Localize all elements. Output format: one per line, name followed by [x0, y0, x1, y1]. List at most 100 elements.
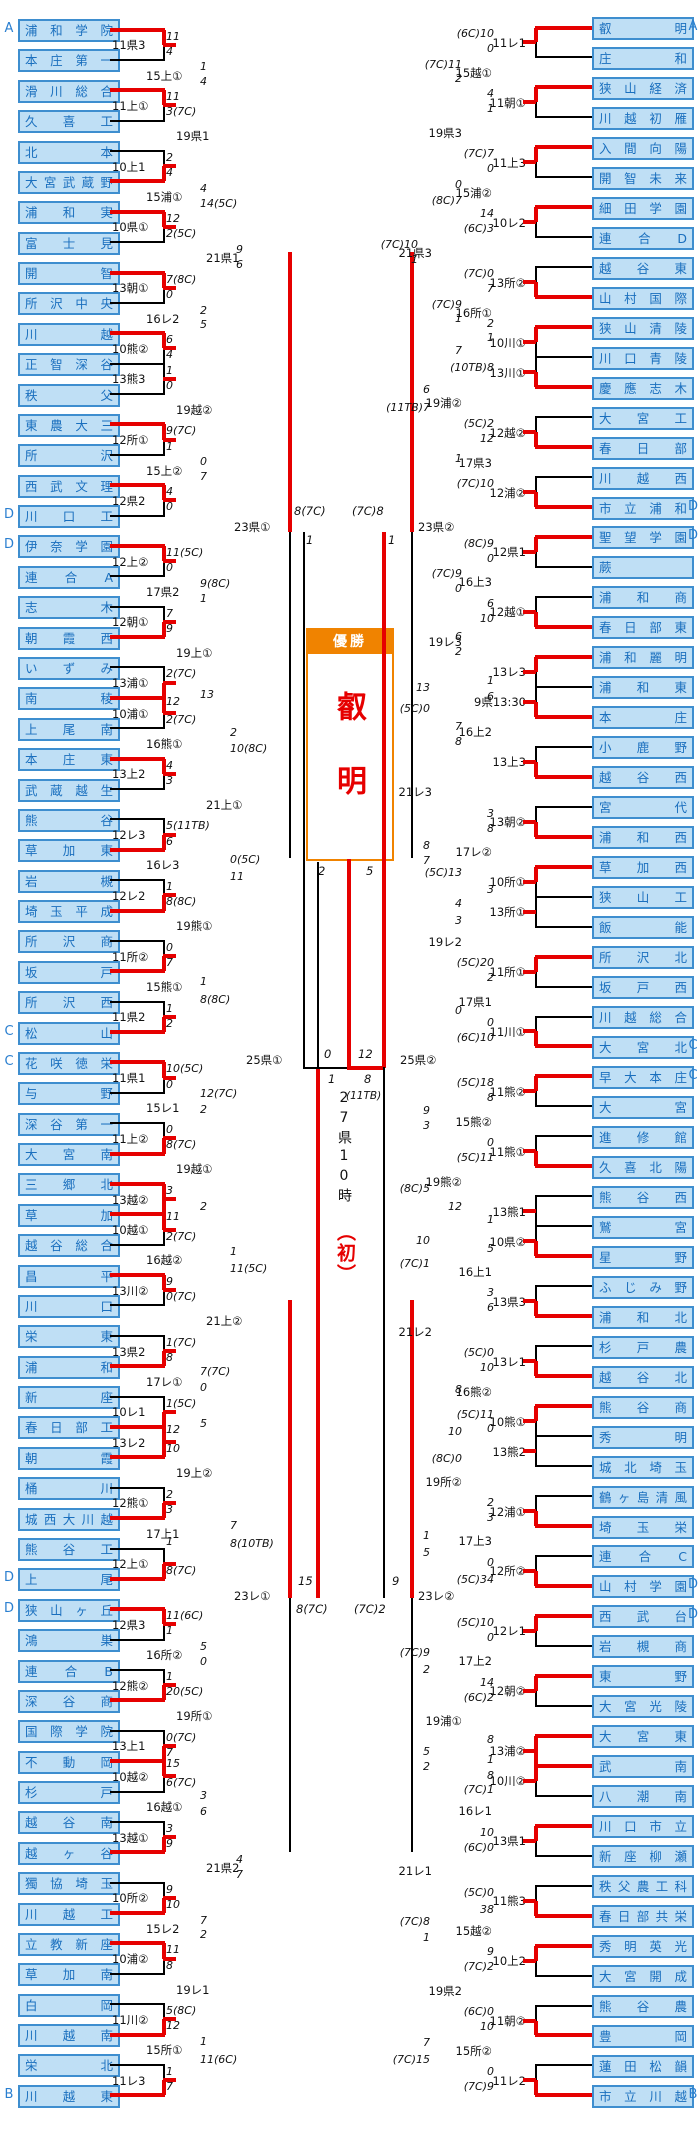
- pair-winner-line: [534, 1615, 538, 1631]
- team-box: 草加南: [18, 1963, 120, 1987]
- score-value: 3: [166, 1183, 173, 1197]
- score-value: 6: [455, 630, 462, 644]
- team-box: 越谷北: [592, 1365, 694, 1389]
- score-value: 8(7C): [166, 1138, 197, 1152]
- score-value: 1: [423, 1931, 430, 1945]
- score-value: (5C)0: [399, 702, 430, 716]
- team-box: 越ヶ谷: [18, 1841, 120, 1865]
- match-label: 19浦①: [425, 1714, 462, 1729]
- score-value: 4: [166, 348, 173, 362]
- sf-right-top-line: [382, 532, 386, 1068]
- team-box: 朝霞西: [18, 626, 120, 650]
- score-value: 14: [480, 1675, 494, 1689]
- loser-line: [535, 685, 592, 688]
- pair-winner-line: [162, 333, 166, 349]
- advance-line: [163, 954, 176, 959]
- pair-connector-line: [535, 1076, 537, 1107]
- qf-bl-bottom: 8(7C): [296, 1602, 328, 1616]
- team-box: 川口: [18, 1294, 120, 1318]
- pair-winner-line: [162, 1016, 166, 1033]
- score-value: 0: [200, 1380, 207, 1394]
- pair-winner-line: [534, 147, 538, 163]
- winner-line: [110, 969, 165, 974]
- score-value: (5C)0: [463, 1885, 494, 1899]
- score-value: 13: [200, 687, 214, 701]
- score-value: 1: [166, 1670, 173, 1684]
- qf-tr-bottom: 1: [388, 533, 396, 547]
- team-box: 所沢西: [18, 991, 120, 1015]
- match-label: 16越①: [146, 1800, 183, 1815]
- qf-tl-top: 8(7C): [294, 504, 326, 518]
- winner-line: [535, 145, 592, 150]
- pair-winner-line: [162, 1351, 166, 1367]
- score-value: 7: [166, 2080, 173, 2094]
- team-box: 熊谷西: [592, 1185, 694, 1209]
- advance-line: [163, 285, 176, 290]
- team-box: 志木: [18, 596, 120, 620]
- loser-line: [110, 939, 165, 942]
- match-label: 19熊①: [176, 919, 213, 934]
- score-value: 38: [480, 1902, 494, 1916]
- loser-line: [110, 453, 165, 456]
- score-value: 0: [166, 1077, 173, 1091]
- match-label: 15越②: [455, 1924, 492, 1939]
- match-label: 15レ2: [146, 1921, 180, 1936]
- score-value: 1: [455, 312, 462, 326]
- winner-line: [110, 483, 165, 488]
- loser-line: [110, 1881, 165, 1884]
- loser-line: [110, 1122, 165, 1125]
- team-box: 新座柳瀬: [592, 1845, 694, 1869]
- loser-line: [535, 1554, 592, 1557]
- advance-line: [163, 1075, 176, 1080]
- team-box: 埼玉栄: [592, 1515, 694, 1539]
- score-value: 11: [166, 29, 180, 43]
- match-label: 13熊3: [112, 372, 146, 387]
- team-box: 川口青陵: [592, 346, 694, 370]
- winner-line: [110, 27, 165, 32]
- advance-line: [523, 340, 536, 345]
- score-value: 10: [166, 1897, 180, 1911]
- score-value: 2: [487, 317, 494, 331]
- match-label: 17上3: [458, 1534, 492, 1549]
- winner-line: [110, 209, 165, 214]
- winner-line: [535, 25, 592, 30]
- score-value: (7C)0: [463, 267, 494, 281]
- team-box: 川越: [18, 322, 120, 346]
- pair-winner-line: [534, 327, 538, 343]
- sf-left-label: 25県①: [246, 1053, 283, 1067]
- match-label: 11県1: [112, 1071, 146, 1086]
- match-label: 15上①: [146, 68, 183, 83]
- team-box: 武南: [592, 1755, 694, 1779]
- pair-winner-line: [162, 1609, 166, 1625]
- score-value: 12: [448, 1199, 462, 1213]
- score-value: 7: [230, 1518, 237, 1532]
- pair-winner-line: [162, 1411, 166, 1427]
- score-value: 7: [236, 1868, 243, 1882]
- team-box: 秀明: [592, 1425, 694, 1449]
- score-value: (6C)2: [463, 1690, 494, 1704]
- advance-line: [163, 559, 176, 564]
- champion-note: （初）: [334, 1222, 356, 1285]
- score-value: 2: [455, 645, 462, 659]
- match-label: 13レ1: [492, 1354, 526, 1369]
- score-value: 8: [487, 1733, 494, 1747]
- pair-winner-line: [162, 166, 166, 182]
- winner-line: [535, 2033, 592, 2038]
- match-label: 13県1: [492, 1834, 526, 1849]
- score-value: 12(7C): [200, 1087, 238, 1101]
- match-label: 21レ2: [398, 1324, 432, 1339]
- match-label: 12県3: [112, 1617, 146, 1632]
- pair-connector-line: [535, 1825, 537, 1856]
- match-label: 13川①: [489, 365, 526, 380]
- loser-line: [110, 575, 165, 578]
- team-box: 所沢商: [18, 930, 120, 954]
- match-label: 12越①: [489, 605, 526, 620]
- score-value: 13: [416, 681, 430, 695]
- team-box: 久喜北陽: [592, 1155, 694, 1179]
- loser-line: [110, 1820, 165, 1823]
- match-label: 15上②: [146, 463, 183, 478]
- score-value: (5C)2: [463, 417, 494, 430]
- team-box: 伊奈学園: [18, 535, 120, 559]
- match-label: 16上2: [458, 725, 492, 740]
